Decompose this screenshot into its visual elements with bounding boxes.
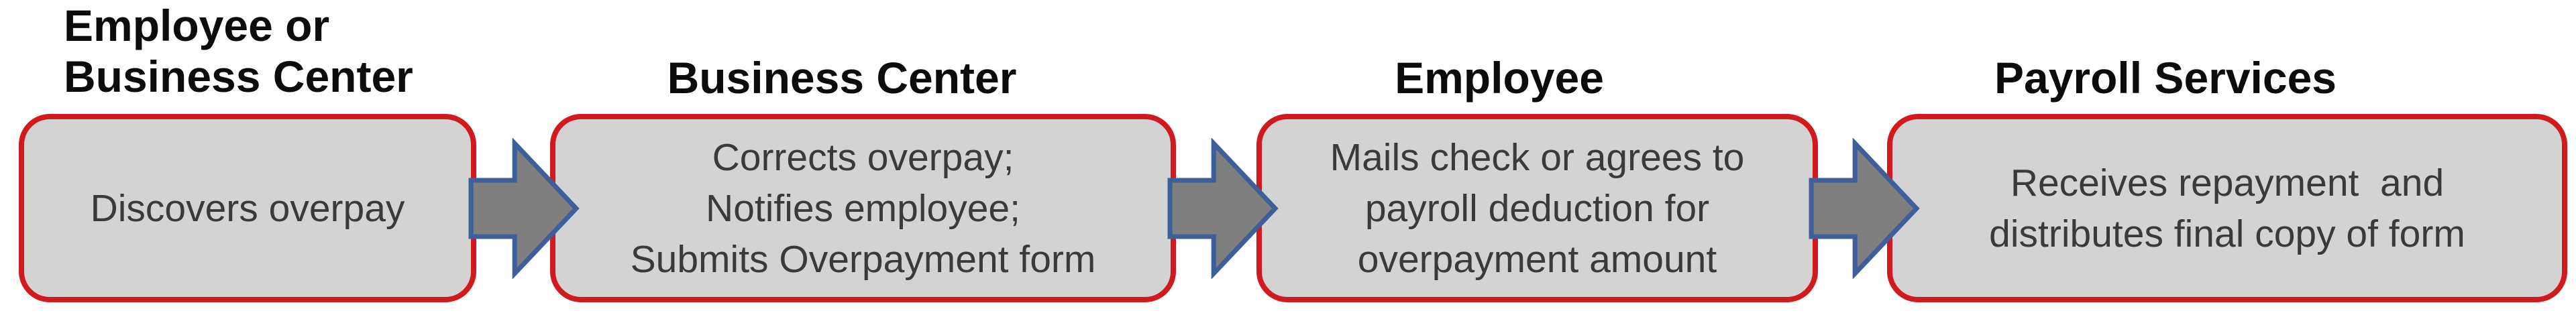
flow-box-text: Receives repayment and distributes final… xyxy=(1989,161,2465,255)
step-header-business-center: Business Center xyxy=(667,53,1017,103)
step-header-employee-or-business-center: Employee or Business Center xyxy=(64,1,413,101)
flow-box-text: Corrects overpay; Notifies employee; Sub… xyxy=(630,135,1096,281)
flow-box-corrects-overpay: Corrects overpay; Notifies employee; Sub… xyxy=(550,114,1176,302)
right-block-arrow-icon xyxy=(1167,138,1280,279)
flow-box-discovers-overpay: Discovers overpay xyxy=(19,114,476,302)
step-header-employee: Employee xyxy=(1395,53,1604,103)
right-block-arrow-icon xyxy=(468,138,581,279)
flow-box-text: Discovers overpay xyxy=(90,186,405,230)
flow-box-text: Mails check or agrees to payroll deducti… xyxy=(1330,135,1745,281)
flow-box-receives-repayment: Receives repayment and distributes final… xyxy=(1887,114,2567,302)
step-header-payroll-services: Payroll Services xyxy=(1994,53,2337,103)
flow-box-mails-check: Mails check or agrees to payroll deducti… xyxy=(1256,114,1818,302)
right-block-arrow-icon xyxy=(1809,138,1921,279)
